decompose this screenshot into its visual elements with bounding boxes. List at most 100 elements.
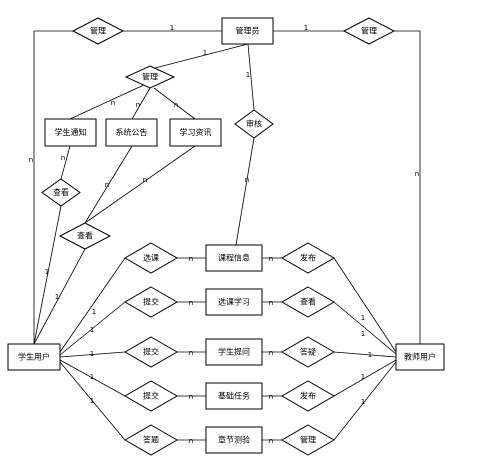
entity-student-label: 学生用户 (18, 352, 50, 362)
relation-manage-quiz-label: 管理 (300, 435, 316, 445)
cardinality-labels: 1 n 1 n 1 n n n 1 n n 1 n n 1 1 1 1 1 1 … (29, 24, 419, 445)
line-view2-student (33, 248, 86, 345)
card-view-student: 1 (45, 268, 49, 276)
line-student-answer (59, 361, 126, 441)
relation-answer-quiz-label: 答题 (143, 435, 159, 445)
card-submit3-task: n (189, 393, 193, 401)
relation-manage-student-label: 管理 (90, 26, 106, 36)
card-admin-manage-left: 1 (170, 24, 174, 32)
entity-chapter-quiz-label: 章节测验 (218, 435, 250, 445)
relation-review-label: 审核 (246, 119, 262, 129)
relation-publish-course: 发布 (280, 242, 336, 274)
entity-teacher-label: 教师用户 (404, 352, 436, 362)
card-study-view3: n (269, 299, 273, 307)
entity-system-notice-label: 系统公告 (116, 127, 148, 137)
relations: 管理 管理 管理 审核 查看 查看 选课 提交 (41, 17, 396, 456)
entity-course-info: 课程信息 (205, 244, 263, 272)
entity-chapter-quiz: 章节测验 (205, 426, 263, 454)
line-manage-info-notice (69, 83, 147, 120)
relation-view-info-label: 查看 (77, 231, 93, 241)
line-answer-teacher (333, 351, 397, 358)
relation-view-study-label: 查看 (300, 297, 316, 307)
relation-manage-info: 管理 (124, 65, 176, 89)
card-publish2-teacher: 1 (361, 373, 365, 381)
card-admin-manage-right: 1 (304, 24, 308, 32)
entity-student-question: 学生提问 (205, 338, 263, 366)
line-study-view (84, 145, 196, 224)
line-manage-teacher-quiz (333, 361, 397, 441)
entity-study-info-label: 学习资讯 (180, 127, 212, 137)
entity-course-study-label: 选课学习 (218, 297, 250, 307)
card-view2-student: 1 (55, 293, 59, 301)
relation-manage-teacher: 管理 (342, 17, 396, 45)
relation-view-info: 查看 (58, 222, 112, 250)
line-manage-info-system (131, 87, 151, 120)
entity-course-study: 选课学习 (205, 288, 263, 316)
entity-student-question-label: 学生提问 (218, 347, 250, 357)
relation-manage-quiz: 管理 (280, 424, 336, 456)
card-student-answer: 1 (90, 397, 94, 405)
card-select-course: n (189, 255, 193, 263)
relation-review: 审核 (234, 109, 274, 139)
card-student-submit2: 1 (90, 350, 94, 358)
relation-select-course-label: 选课 (143, 253, 159, 263)
entity-teacher: 教师用户 (395, 343, 445, 371)
entity-course-info-label: 课程信息 (218, 253, 250, 263)
relation-submit-task: 提交 (123, 380, 179, 412)
relation-submit-question: 提交 (123, 336, 179, 368)
entity-student-notice-label: 学生通知 (55, 127, 87, 137)
card-notice-view: n (61, 154, 65, 162)
relation-view-notice-label: 查看 (53, 187, 69, 197)
relation-submit-study: 提交 (123, 286, 179, 318)
card-course-publish: n (269, 255, 273, 263)
relation-view-notice: 查看 (41, 178, 81, 207)
card-admin-review: 1 (246, 71, 250, 79)
relation-submit-task-label: 提交 (143, 391, 159, 401)
relation-submit-study-label: 提交 (143, 297, 159, 307)
entity-student-notice: 学生通知 (44, 118, 97, 147)
relation-select-course: 选课 (123, 242, 179, 274)
card-view3-teacher: 1 (361, 330, 365, 338)
card-admin-info: 1 (203, 49, 207, 57)
card-publish-teacher: 1 (361, 314, 365, 322)
relation-submit-question-label: 提交 (143, 347, 159, 357)
relation-publish-course-label: 发布 (300, 253, 316, 263)
entities: 管理员 学生用户 教师用户 学生通知 系统公告 学习资讯 课程信息 选课学习 (7, 17, 445, 454)
line-student-submit3 (59, 359, 126, 397)
card-study-view: n (143, 176, 147, 184)
entity-admin: 管理员 (221, 17, 274, 45)
card-info-study: n (174, 101, 178, 109)
card-info-notice: n (111, 99, 115, 107)
relation-manage-student: 管理 (71, 17, 125, 45)
line-publish2-teacher (333, 359, 397, 397)
entity-basic-task: 基础任务 (205, 382, 263, 410)
card-task-publish: n (269, 393, 273, 401)
card-review-course: n (245, 176, 249, 184)
entity-basic-task-label: 基础任务 (218, 391, 250, 401)
card-answer-quiz: n (189, 437, 193, 445)
entity-study-info: 学习资讯 (169, 118, 222, 147)
card-student-submit1: 1 (90, 326, 94, 334)
card-system-view: n (105, 181, 109, 189)
relation-answer-quiz: 答题 (123, 424, 179, 456)
relation-publish-task-label: 发布 (300, 391, 316, 401)
card-student-submit3: 1 (90, 373, 94, 381)
relation-manage-info-label: 管理 (142, 72, 158, 82)
relation-view-study: 查看 (280, 286, 336, 318)
line-student-submit2 (59, 351, 126, 358)
line-view3-teacher (333, 301, 397, 355)
card-right-teacher: n (415, 170, 419, 178)
line-notice-view (60, 145, 71, 180)
line-manage-info-study (153, 87, 196, 120)
card-manage-teacher-quiz: 1 (361, 398, 365, 406)
card-left-student: n (29, 156, 33, 164)
card-question-answer: n (269, 349, 273, 357)
line-publish-teacher (333, 257, 397, 353)
card-answer-teacher: 1 (368, 351, 372, 359)
line-admin-review (247, 43, 255, 111)
entity-system-notice: 系统公告 (105, 118, 158, 147)
relation-answer-question: 答疑 (280, 336, 336, 368)
line-student-select (59, 257, 126, 353)
entity-admin-label: 管理员 (236, 26, 260, 36)
